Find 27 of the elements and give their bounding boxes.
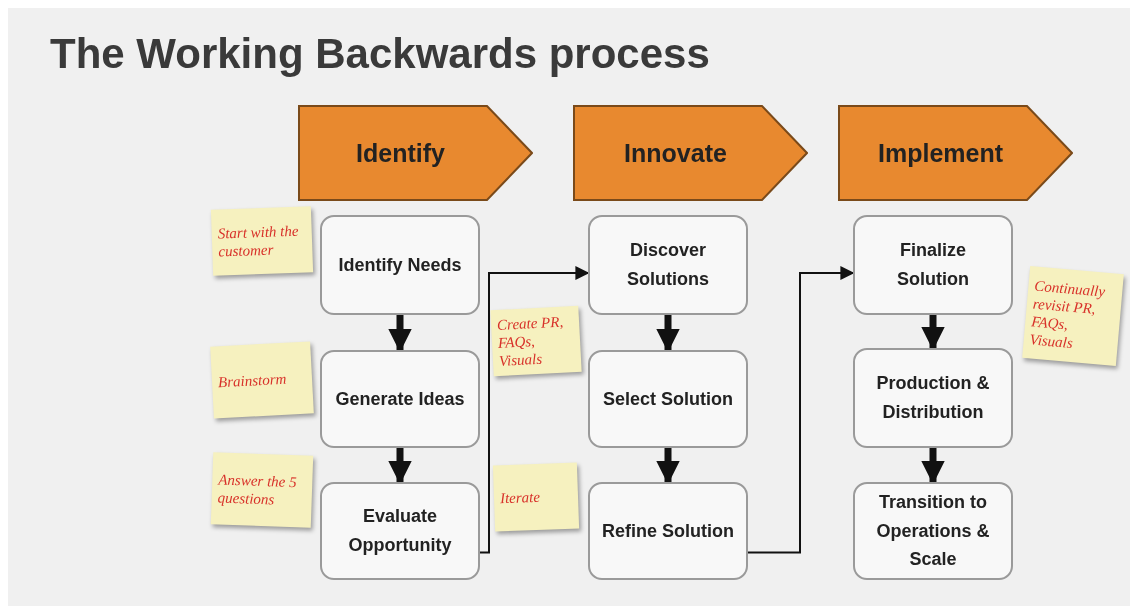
sticky-note: Answer the 5 questions [210,452,314,528]
connector-arrow [747,266,855,554]
sticky-note: Brainstorm [210,341,314,419]
process-box: Discover Solutions [588,215,748,315]
connector-arrow [479,266,590,554]
sticky-note: Create PR, FAQs, Visuals [490,305,582,377]
phase-label: Identify [356,138,445,168]
process-box: Refine Solution [588,482,748,580]
block-arrow [656,315,680,353]
process-box: Evaluate Opportunity [320,482,480,580]
process-box: Production & Distribution [853,348,1013,448]
block-arrow [388,315,412,353]
sticky-note: Continually revisit PR, FAQs, Visuals [1022,266,1124,366]
block-arrow [388,448,412,485]
block-arrow [656,448,680,485]
sticky-note: Iterate [492,462,580,532]
process-box: Generate Ideas [320,350,480,448]
phase-label: Implement [878,138,1003,168]
process-box: Select Solution [588,350,748,448]
process-box: Transition to Operations & Scale [853,482,1013,580]
block-arrow [921,315,945,351]
title: The Working Backwards process [50,30,710,78]
block-arrow [921,448,945,485]
phase-label: Innovate [624,138,727,168]
process-box: Finalize Solution [853,215,1013,315]
process-box: Identify Needs [320,215,480,315]
sticky-note: Start with the customer [210,206,314,276]
